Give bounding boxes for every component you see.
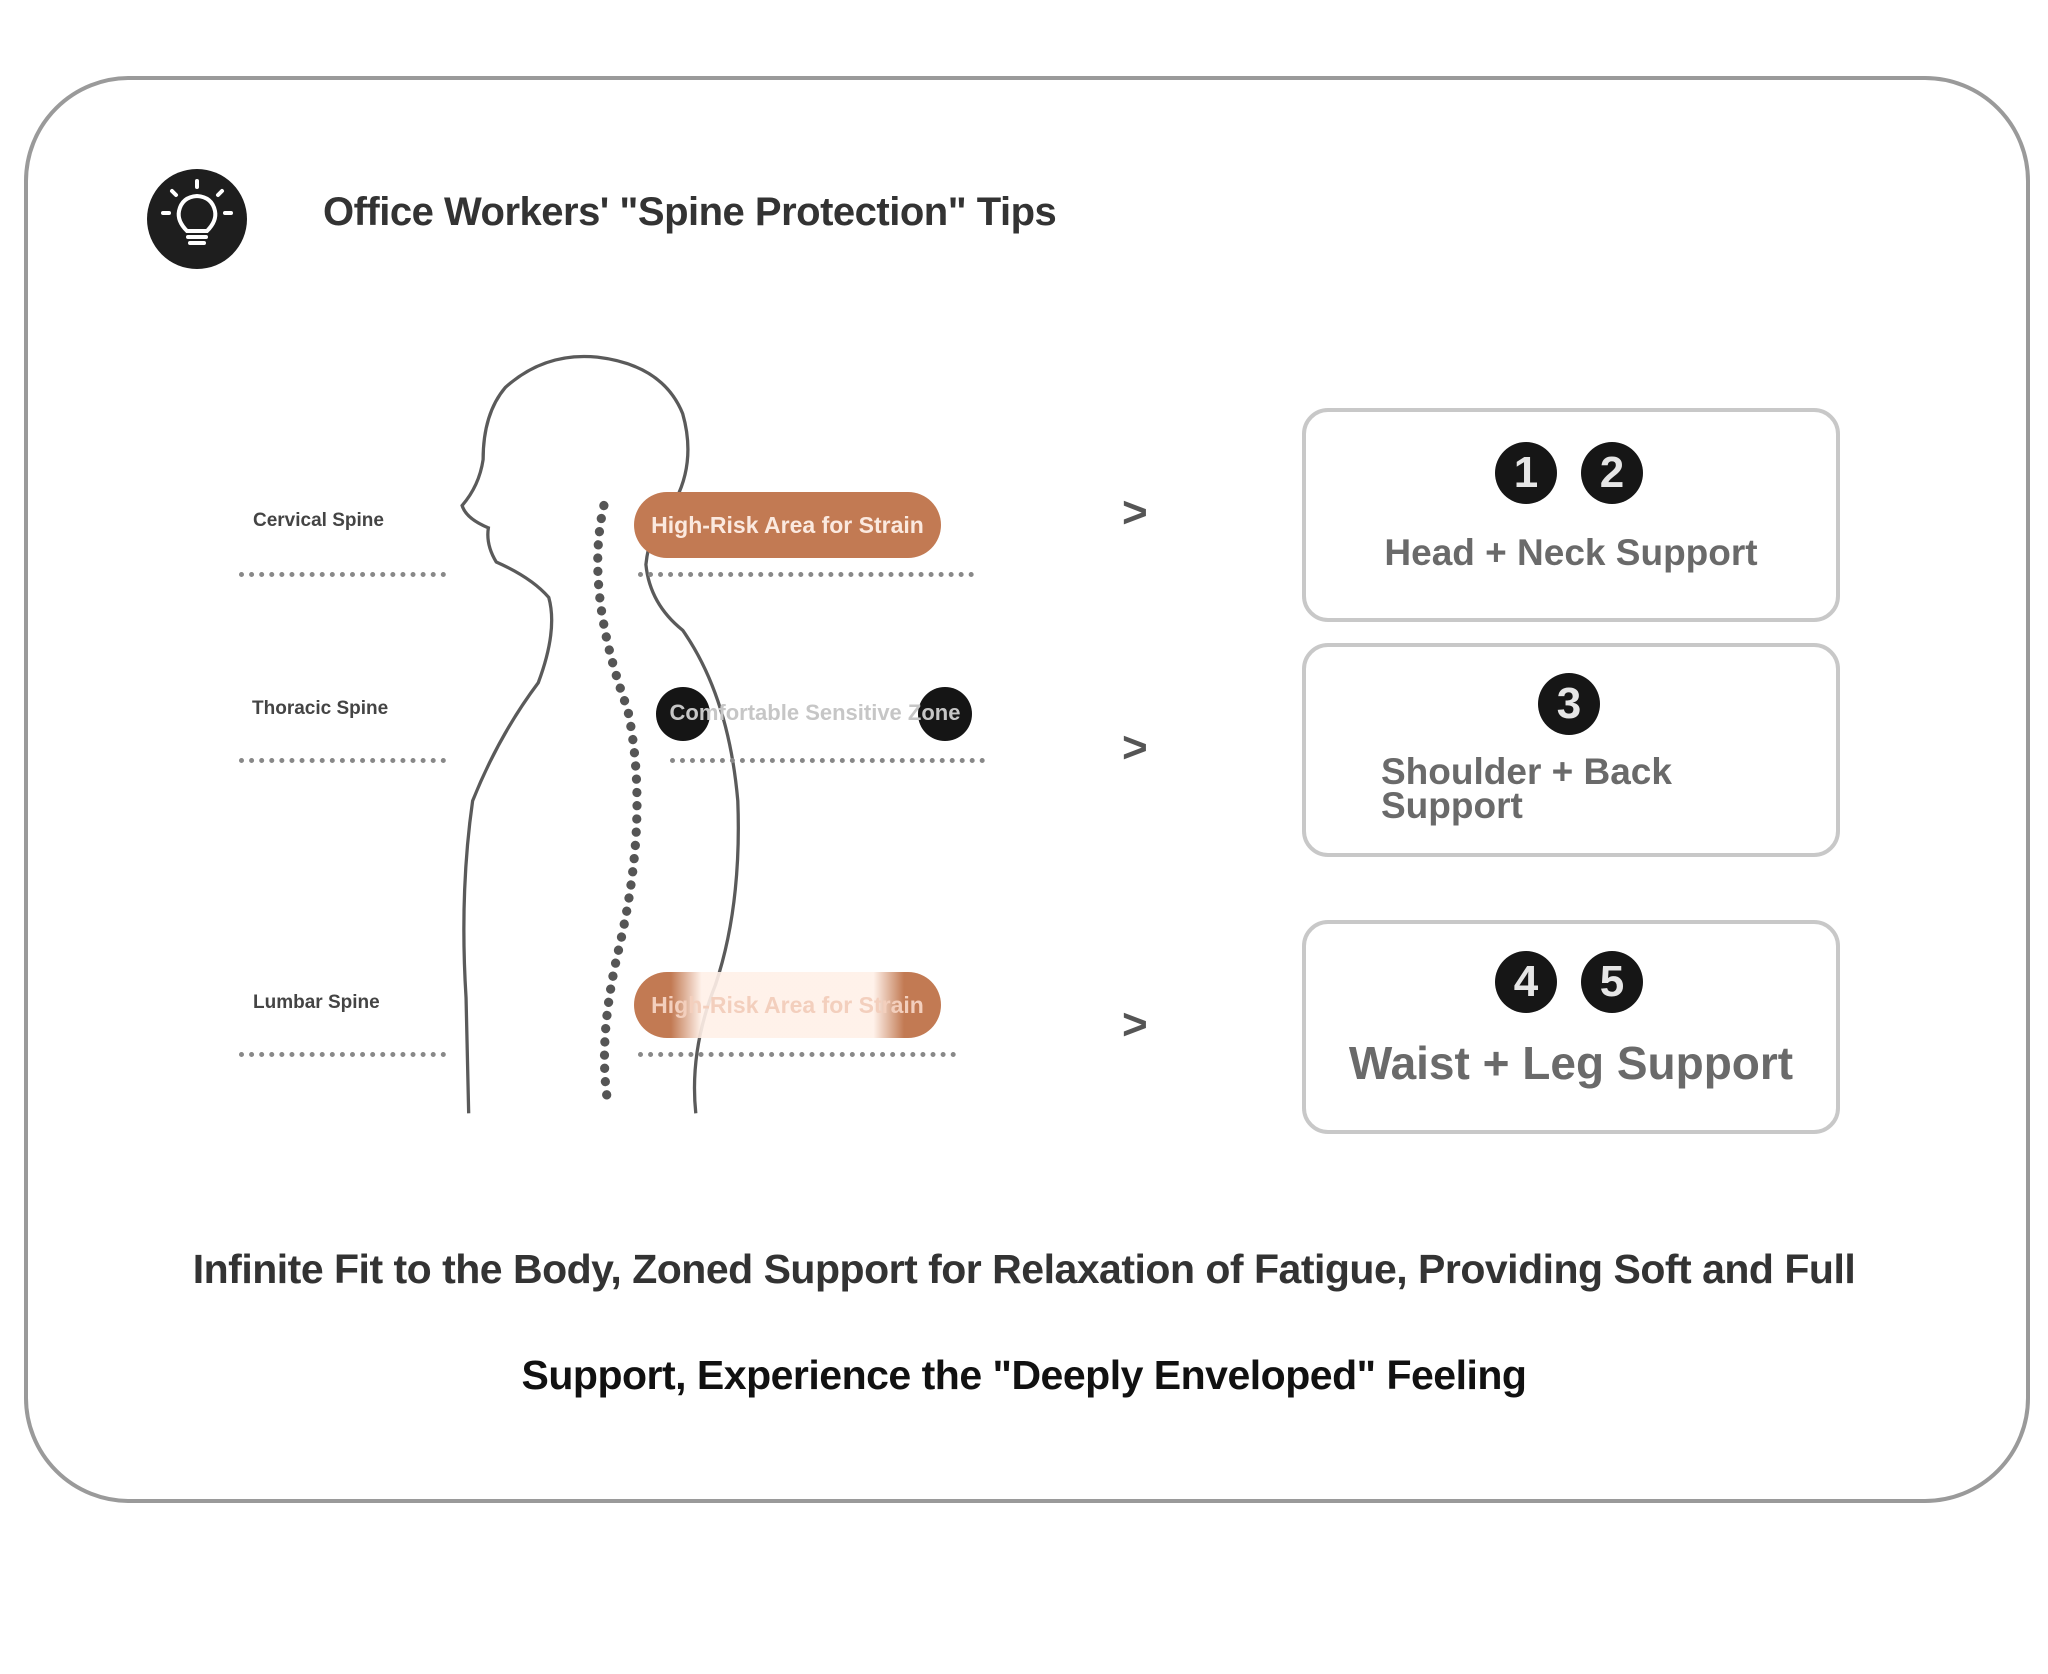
divider <box>638 1052 956 1057</box>
divider <box>239 758 446 763</box>
page-title: Office Workers' "Spine Protection" Tips <box>323 190 1057 234</box>
lightbulb-icon <box>147 169 247 269</box>
lumbar-risk-zone: High-Risk Area for Strain <box>634 972 941 1038</box>
card-label: Shoulder + Back Support <box>1381 751 1672 826</box>
arrow-icon: > <box>1122 488 1148 537</box>
divider <box>239 572 446 577</box>
number-badge: 3 <box>1538 673 1600 735</box>
number-badge: 1 <box>1495 442 1557 504</box>
card-label-line: Support <box>1381 785 1523 826</box>
card-shoulder-back: 3 Shoulder + Back Support <box>1302 643 1840 857</box>
footer-line-2: Support, Experience the "Deeply Envelope… <box>521 1352 1527 1398</box>
number-badge: 2 <box>1581 442 1643 504</box>
card-label-line: Shoulder + Back <box>1381 751 1672 792</box>
footer-line-1: Infinite Fit to the Body, Zoned Support … <box>192 1246 1856 1292</box>
card-label: Waist + Leg Support <box>1348 1037 1794 1089</box>
zone-marker-dot <box>656 687 710 741</box>
arrow-icon: > <box>1122 1000 1148 1049</box>
cervical-risk-zone: High-Risk Area for Strain <box>634 492 941 558</box>
card-frame <box>24 76 2030 1503</box>
divider <box>239 1052 446 1057</box>
number-badge: 5 <box>1581 951 1643 1013</box>
number-badge: 4 <box>1495 951 1557 1013</box>
divider <box>638 572 974 577</box>
cervical-spine-label: Cervical Spine <box>253 510 384 531</box>
thoracic-comfort-zone: Comfortable Sensitive Zone <box>669 700 961 725</box>
card-label: Head + Neck Support <box>1384 532 1758 573</box>
spine-dots <box>593 500 642 1108</box>
card-waist-leg: 4 5 Waist + Leg Support <box>1302 920 1840 1134</box>
zone-marker-dot <box>918 687 972 741</box>
thoracic-spine-label: Thoracic Spine <box>252 698 389 719</box>
divider <box>670 758 985 763</box>
arrow-icon: > <box>1122 723 1148 772</box>
lumbar-spine-label: Lumbar Spine <box>253 992 380 1013</box>
card-head-neck: 1 2 Head + Neck Support <box>1302 408 1840 622</box>
